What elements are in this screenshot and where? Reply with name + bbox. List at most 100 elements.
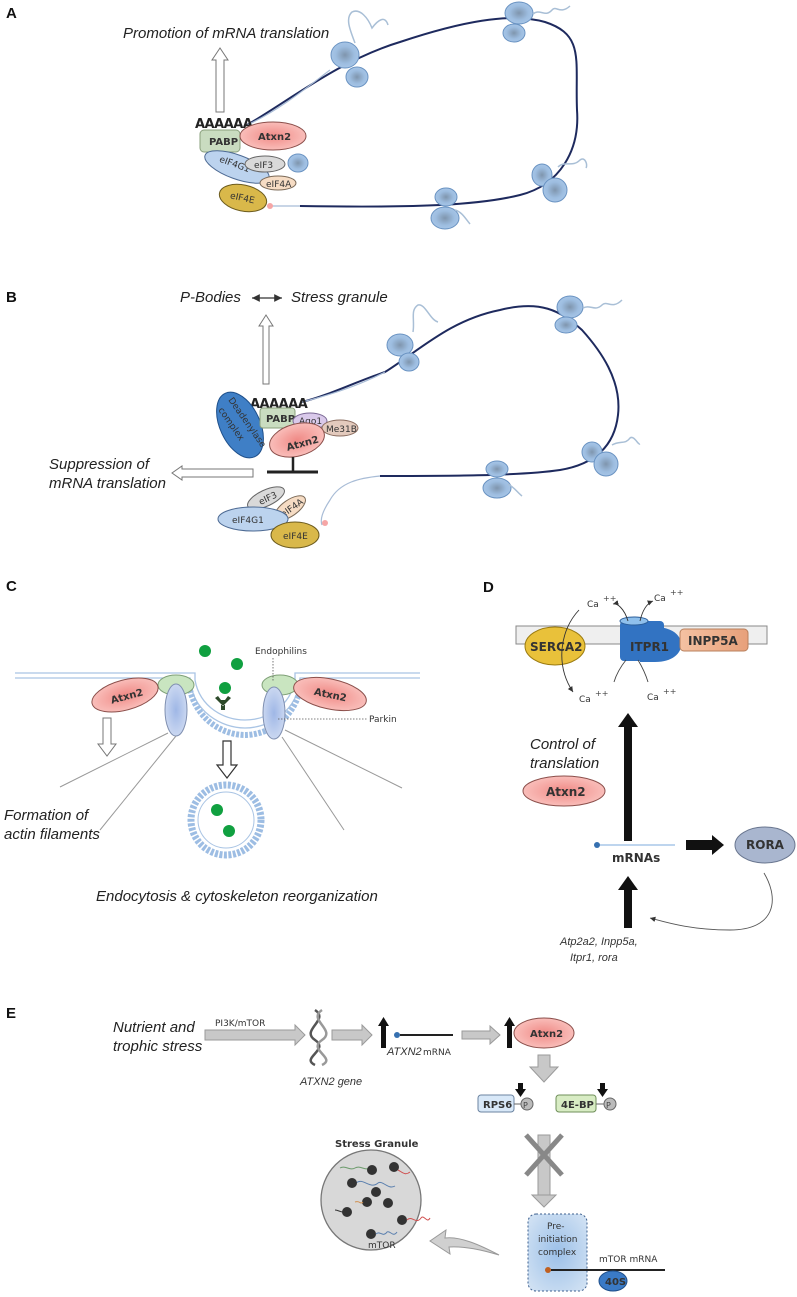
left-hollow-arrow-icon	[171, 465, 254, 481]
increase-arrow-icon	[381, 1024, 386, 1048]
atxn2-protein	[513, 1017, 575, 1049]
pabp-label: PABP	[209, 137, 238, 148]
up-arrow-head	[618, 876, 638, 890]
ca-label: Ca	[647, 693, 659, 703]
panel-a-mrna-5utr	[246, 69, 331, 126]
ca-charge: ++	[663, 687, 676, 696]
calcium-ion: Ca ++	[587, 594, 616, 610]
eif3-protein	[247, 486, 285, 510]
itpr1-label: ITPR1	[630, 640, 669, 654]
atxn2-mrna-italic: ATXN2	[386, 1046, 422, 1058]
cargo-dot	[223, 825, 235, 837]
eif4a-label: eIF4A	[266, 180, 292, 190]
endocytic-vesicle	[187, 781, 265, 859]
cargo-dot	[231, 658, 243, 670]
atxn2-label: Atxn2	[546, 785, 586, 799]
down-arrow-icon	[215, 740, 239, 779]
panel-e: E Nutrient and trophic stress PI3K/mTOR …	[6, 1005, 665, 1292]
ribosome-icon	[554, 295, 623, 334]
serca2-pump	[524, 626, 586, 666]
ca-label: Ca	[579, 695, 591, 705]
cargo-dot	[199, 645, 211, 657]
atxn2-protein	[522, 775, 606, 807]
serca2-label: SERCA2	[530, 640, 583, 654]
cap-dot-icon	[545, 1267, 551, 1273]
granule-mtor-label: mTOR	[368, 1241, 396, 1251]
increase-arrow-head	[504, 1017, 515, 1026]
eif4g1-protein	[217, 506, 289, 532]
panel-b-letter: B	[6, 289, 17, 306]
small-subunit-icon	[287, 153, 309, 173]
receptor-icon	[215, 696, 231, 710]
phospho-group	[520, 1097, 534, 1111]
ca-label: Ca	[654, 594, 666, 604]
mrnas-label: mRNAs	[612, 851, 660, 865]
dna-helix-icon	[309, 1008, 328, 1067]
panel-a-letter: A	[6, 5, 17, 22]
ca-charge: ++	[670, 588, 683, 597]
eif4e-label: eIF4E	[283, 532, 308, 542]
cargo-dot	[219, 682, 231, 694]
increase-arrow-head	[378, 1017, 389, 1026]
atxn2-label: Atxn2	[258, 132, 291, 143]
panel-c-letter: C	[6, 578, 17, 595]
ca-label: Ca	[587, 600, 599, 610]
clathrin-coat	[187, 689, 303, 739]
cap-dot-icon	[594, 842, 600, 848]
actin-filament	[59, 732, 169, 788]
deadenylase-complex	[216, 391, 264, 459]
formation-label-line1: Formation of	[4, 807, 90, 824]
eif4g1-label: eIF4G1	[232, 516, 264, 526]
phospho-label: P	[606, 1101, 611, 1110]
phospho-group	[603, 1097, 617, 1111]
4ebp-label: 4E-BP	[561, 1100, 594, 1111]
cap-dot-icon	[322, 520, 328, 526]
ca-flux-line	[613, 659, 627, 683]
up-arrow-head	[618, 713, 638, 727]
up-arrow-icon	[624, 888, 632, 928]
formation-label-line2: actin filaments	[4, 826, 100, 843]
genes-label-line2: Itpr1, rora	[570, 952, 618, 964]
cap-dot-icon	[394, 1032, 400, 1038]
actin-filament	[281, 736, 345, 831]
ribosome-icon	[430, 187, 471, 230]
stress-label-line1: Nutrient and	[113, 1019, 195, 1036]
ca-charge: ++	[595, 689, 608, 698]
pathway-label: PI3K/mTOR	[215, 1019, 265, 1029]
ribosome-icon	[386, 304, 439, 372]
granule-ribosomes	[334, 1162, 431, 1239]
rora-label: RORA	[746, 838, 785, 852]
rora-protein	[734, 826, 796, 864]
preinit-label-line2: initiation	[538, 1235, 578, 1245]
preinit-label-line1: Pre-	[547, 1222, 565, 1232]
ribosome-40s-label: 40S	[605, 1277, 626, 1288]
parkin-left	[164, 683, 188, 737]
actin-filament	[284, 729, 403, 789]
gray-right-arrow-icon	[331, 1023, 373, 1047]
ca-flux-arrow	[639, 600, 654, 622]
blocked-gray-arrow-head	[530, 1194, 558, 1208]
decrease-arrow-head	[597, 1089, 608, 1097]
panel-d-letter: D	[483, 579, 494, 596]
ca-flux-line	[637, 659, 649, 683]
right-arrow-icon	[686, 840, 714, 850]
right-arrow-head	[712, 835, 724, 855]
block-cross-line	[524, 1133, 564, 1177]
panel-b-mrna-strand	[301, 305, 620, 477]
calcium-ion: Ca ++	[579, 689, 608, 705]
up-arrow-icon	[624, 725, 632, 841]
actin-filament	[99, 735, 177, 831]
panel-b-mrna-3utr	[320, 475, 381, 526]
panel-e-letter: E	[6, 1005, 16, 1022]
atxn2-protein	[269, 422, 325, 458]
atxn2-protein	[239, 121, 307, 151]
calcium-ion: Ca ++	[654, 588, 683, 604]
stress-label-line2: trophic stress	[113, 1038, 203, 1055]
panel-a-mrna-strand	[246, 17, 579, 208]
phospho-label: P	[523, 1101, 528, 1110]
eif4e-protein	[218, 183, 268, 213]
me31b-label: Me31B	[326, 425, 357, 435]
atxn2-label: Atxn2	[530, 1029, 563, 1040]
decrease-arrow-icon	[518, 1083, 523, 1091]
